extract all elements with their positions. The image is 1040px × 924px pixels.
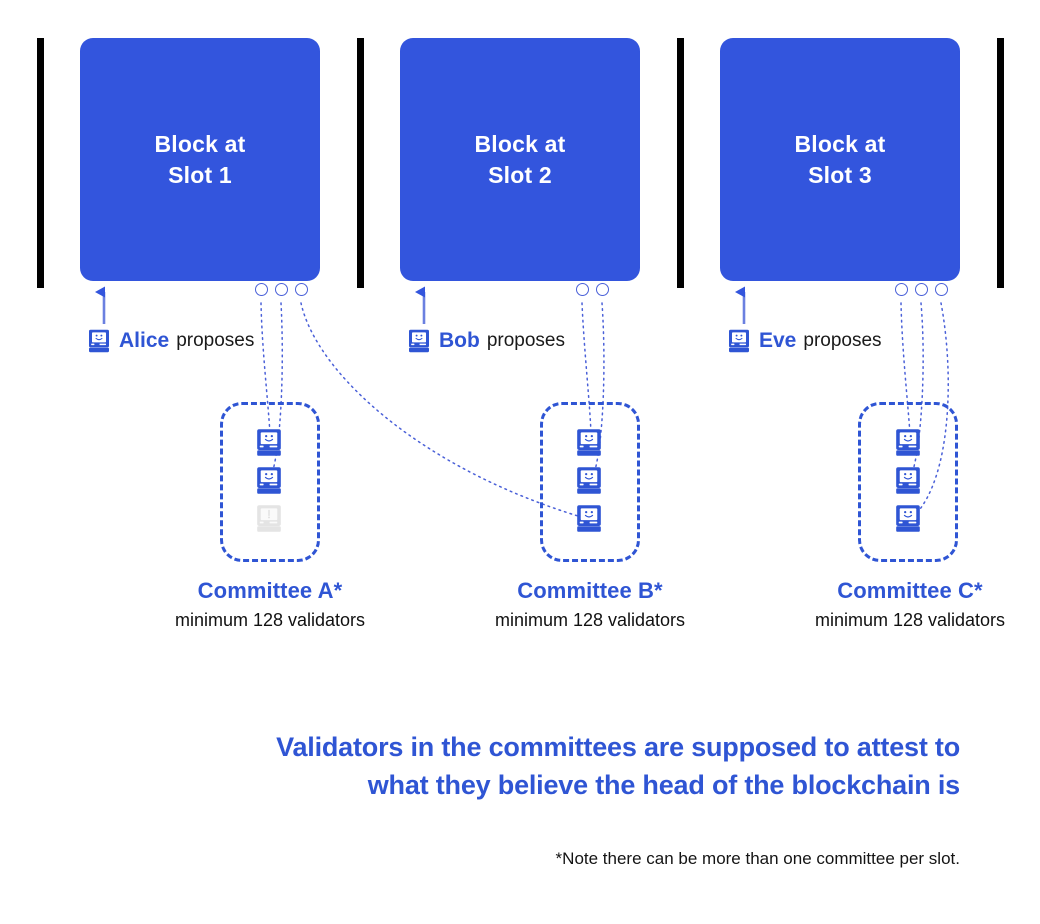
proposer-name-slot-1: Alice xyxy=(119,329,170,352)
classic-mac-icon xyxy=(895,466,921,495)
classic-mac-icon xyxy=(88,329,110,353)
committee-box-slot-3[interactable] xyxy=(858,402,958,562)
validator-icon-slot-3-1[interactable] xyxy=(895,428,921,462)
block-title-line-1: Block at xyxy=(474,130,566,157)
classic-mac-icon xyxy=(576,428,602,457)
attestation-dot-slot-2-1[interactable] xyxy=(576,283,589,296)
footnote: *Note there can be more than one committ… xyxy=(555,849,960,868)
classic-mac-icon xyxy=(256,428,282,457)
attestation-dot-slot-3-2[interactable] xyxy=(915,283,928,296)
committee-subtitle-slot-2: minimum 128 validators xyxy=(494,610,686,630)
committee-box-slot-1[interactable] xyxy=(220,402,320,562)
block-title-line-2: Slot 3 xyxy=(808,161,872,188)
block-card-slot-2[interactable]: Block at Slot 2 xyxy=(400,38,640,281)
committee-title-slot-2: Committee B* xyxy=(517,578,663,603)
block-card-slot-1[interactable]: Block at Slot 1 xyxy=(80,38,320,281)
committee-box-slot-2[interactable] xyxy=(540,402,640,562)
classic-mac-icon xyxy=(576,504,602,533)
proposer-name-slot-2: Bob xyxy=(439,329,480,352)
committee-subtitle-slot-3: minimum 128 validators xyxy=(814,610,1006,630)
slot-separator-bar-1 xyxy=(357,38,364,288)
classic-mac-icon-inactive xyxy=(256,504,282,533)
proposer-verb-slot-2: proposes xyxy=(486,330,565,351)
attestation-dot-slot-3-1[interactable] xyxy=(895,283,908,296)
attestation-dot-slot-1-1[interactable] xyxy=(255,283,268,296)
validator-icon-slot-3-2[interactable] xyxy=(895,466,921,500)
classic-mac-icon xyxy=(895,428,921,457)
block-title-line-2: Slot 1 xyxy=(168,161,232,188)
validator-icon-slot-2-1[interactable] xyxy=(576,428,602,462)
block-card-slot-3[interactable]: Block at Slot 3 xyxy=(720,38,960,281)
proposer-row-slot-3: Eve proposes xyxy=(728,329,882,353)
block-title-line-1: Block at xyxy=(794,130,886,157)
proposer-row-slot-2: Bob proposes xyxy=(408,329,565,353)
slot-separator-bar-0 xyxy=(37,38,44,288)
proposer-arrow-group xyxy=(95,286,746,324)
committee-caption-slot-3: Committee C* minimum 128 validators xyxy=(750,578,1040,631)
attestation-dot-slot-1-3[interactable] xyxy=(295,283,308,296)
block-title-line-2: Slot 2 xyxy=(488,161,552,188)
validator-icon-slot-2-2[interactable] xyxy=(576,466,602,500)
validator-icon-slot-1-3-inactive[interactable] xyxy=(256,504,282,538)
attestation-dot-slot-1-2[interactable] xyxy=(275,283,288,296)
classic-mac-icon xyxy=(256,466,282,495)
classic-mac-icon xyxy=(408,329,430,353)
committee-title-slot-3: Committee C* xyxy=(837,578,983,603)
slot-separator-bar-2 xyxy=(677,38,684,288)
block-title-line-1: Block at xyxy=(154,130,246,157)
slot-separator-bar-3 xyxy=(997,38,1004,288)
validator-icon-slot-2-3[interactable] xyxy=(576,504,602,538)
proposer-row-slot-1: Alice proposes xyxy=(88,329,254,353)
headline: Validators in the committees are suppose… xyxy=(80,728,960,805)
classic-mac-icon xyxy=(895,504,921,533)
committee-caption-slot-1: Committee A* minimum 128 validators xyxy=(110,578,430,631)
validator-icon-slot-3-3[interactable] xyxy=(895,504,921,538)
headline-line-2: what they believe the head of the blockc… xyxy=(367,770,960,801)
committee-subtitle-slot-1: minimum 128 validators xyxy=(174,610,366,630)
attestation-dot-slot-2-2[interactable] xyxy=(596,283,609,296)
validator-icon-slot-1-1[interactable] xyxy=(256,428,282,462)
proposer-verb-slot-3: proposes xyxy=(803,330,882,351)
headline-line-1: Validators in the committees are suppose… xyxy=(276,732,960,762)
attestation-dot-slot-3-3[interactable] xyxy=(935,283,948,296)
proposer-verb-slot-1: proposes xyxy=(176,330,255,351)
proposer-name-slot-3: Eve xyxy=(759,329,797,352)
committee-caption-slot-2: Committee B* minimum 128 validators xyxy=(430,578,750,631)
classic-mac-icon xyxy=(576,466,602,495)
classic-mac-icon xyxy=(728,329,750,353)
committee-title-slot-1: Committee A* xyxy=(197,578,343,603)
validator-icon-slot-1-2[interactable] xyxy=(256,466,282,500)
